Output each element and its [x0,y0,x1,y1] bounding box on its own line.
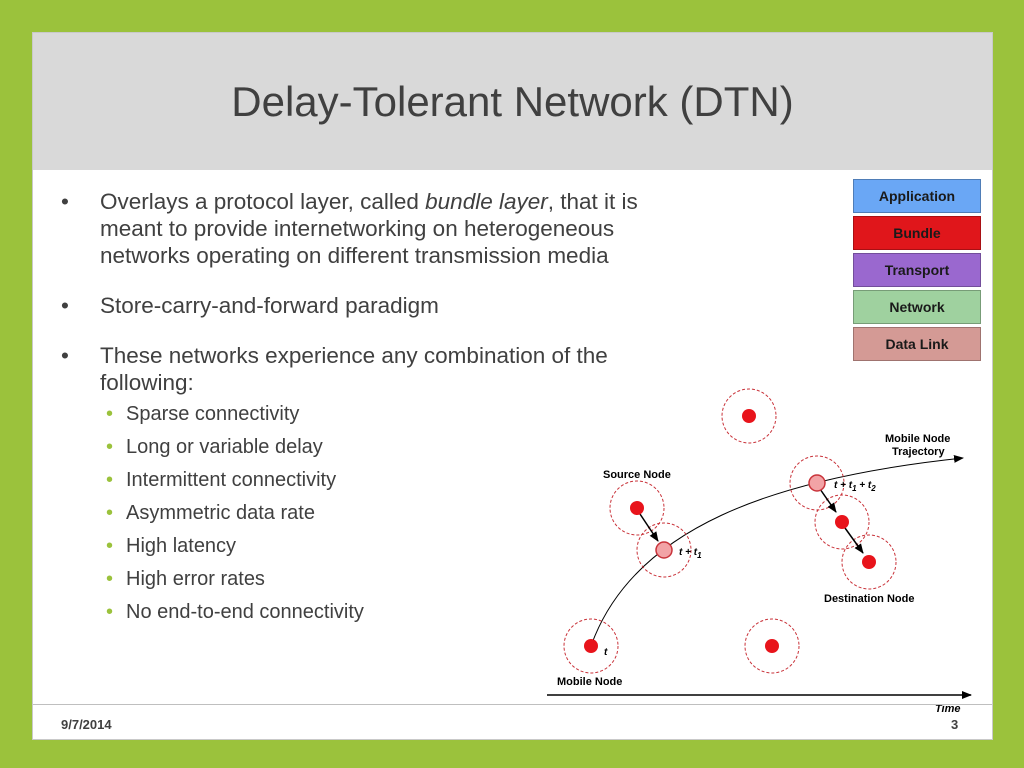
bullet-item: Overlays a protocol layer, called bundle… [53,188,693,269]
sub-bullet-text: Asymmetric data rate [126,502,315,524]
time-axis-label: Time [935,703,960,715]
time-label-text: t + t [834,480,853,491]
trajectory-curve [590,454,964,647]
sub-bullet-item: Intermittent connectivity [53,468,693,492]
relay-node [835,515,849,529]
page-number: 3 [951,717,959,732]
time-label-sub: 2 [870,484,876,493]
layer-application: Application [853,179,981,213]
layer-data-link: Data Link [853,327,981,361]
sub-bullet-text: Sparse connectivity [126,403,300,425]
forward-arrow [844,527,864,554]
node-ranges [563,388,897,674]
protocol-stack: Application Bundle Transport Network Dat… [853,179,981,364]
bullet-item: Store-carry-and-forward paradigm [53,292,693,319]
range-circle [744,618,800,674]
dtn-diagram: Time Mobile Node Trajectory Sour [547,388,972,715]
layer-network: Network [853,290,981,324]
bullet-text-part: Overlays a protocol layer, called [100,189,426,214]
sub-bullet-item: Asymmetric data rate [53,501,693,525]
source-node-label: Source Node [603,469,671,481]
static-node [742,409,756,423]
range-circle [841,534,897,590]
footer-date: 9/7/2014 [61,717,112,732]
time-label-sub: 1 [852,484,857,493]
mobile-node-t1 [655,541,673,559]
layer-bundle: Bundle [853,216,981,250]
bullet-text: These networks experience any combinatio… [100,343,608,395]
bullet-item: These networks experience any combinatio… [53,342,693,396]
range-circle [636,522,692,578]
trajectory-label-1: Mobile Node [885,433,950,445]
sub-bullet-text: High latency [126,535,237,557]
mobile-node-label: Mobile Node [557,676,622,688]
sub-bullet-item: Long or variable delay [53,435,693,459]
range-circle [721,388,777,444]
time-label-t2: t + t1 + t2 [834,480,876,493]
bullet-text: Store-carry-and-forward paradigm [100,293,439,318]
range-circle [609,480,665,536]
sub-bullet-text: Long or variable delay [126,436,323,458]
forward-arrow [639,513,659,542]
sub-bullet-item: High error rates [53,567,693,591]
time-label-t: t [604,647,608,658]
destination-node [862,555,876,569]
source-node [630,501,644,515]
trajectory-label-2: Trajectory [892,446,945,458]
title-bar [33,33,992,170]
sub-bullet-text: High error rates [126,568,265,590]
time-label-text: + t [857,480,872,491]
slide: Delay-Tolerant Network (DTN) Overlays a … [33,33,992,739]
sub-bullet-item: Sparse connectivity [53,402,693,426]
mobile-node-t2 [808,474,826,492]
sub-bullet-text: Intermittent connectivity [126,469,337,491]
time-label-text: t + t [679,547,698,558]
footer-divider [33,704,992,705]
slide-title: Delay-Tolerant Network (DTN) [231,77,794,125]
sub-bullet-item: High latency [53,534,693,558]
range-circle [814,494,870,550]
range-circle [563,618,619,674]
static-node [765,639,779,653]
layer-transport: Transport [853,253,981,287]
forward-arrow [819,488,837,513]
mobile-node-t [584,639,598,653]
time-label-t1: t + t1 [679,547,702,560]
time-label-sub: 1 [697,551,702,560]
bullet-list: Overlays a protocol layer, called bundle… [53,188,693,633]
sub-bullet-item: No end-to-end connectivity [53,600,693,624]
sub-bullet-text: No end-to-end connectivity [126,601,364,623]
range-circle [789,455,845,511]
bullet-text-part: , that it is meant to provide internetwo… [100,189,638,268]
bullet-emphasis: bundle layer [425,189,548,214]
destination-node-label: Destination Node [824,593,914,605]
